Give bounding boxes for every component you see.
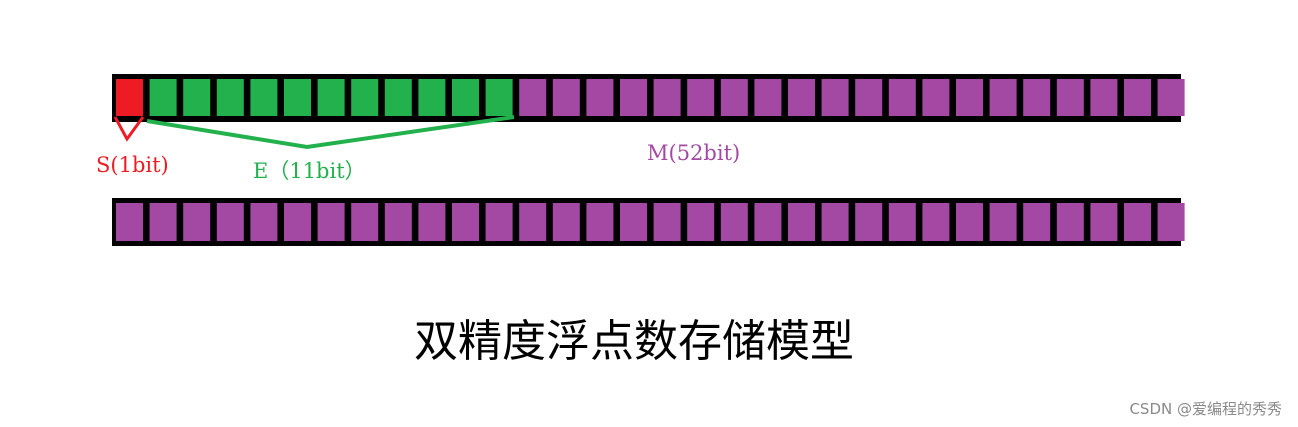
mantissa-bit-cell (720, 79, 748, 116)
mantissa-bit-cell (418, 203, 446, 241)
mantissa-bit-cell (216, 203, 244, 241)
exponent-bit-cell (351, 79, 379, 116)
mantissa-bit-cell (1157, 79, 1185, 116)
mantissa-bit-cell (552, 203, 580, 241)
mantissa-bit-cell (888, 203, 916, 241)
mantissa-bit-cell (888, 79, 916, 116)
exponent-bit-cell (250, 79, 278, 116)
exponent-bit-cell (216, 79, 244, 116)
mantissa-bit-cell (1157, 203, 1185, 241)
exponent-bit-cell (183, 79, 211, 116)
mantissa-bit-cell (754, 79, 782, 116)
mantissa-bit-cell (956, 203, 983, 241)
mantissa-bit-cell (687, 203, 715, 241)
mantissa-bit-cell (989, 203, 1017, 241)
mantissa-bit-cell (788, 79, 815, 116)
mantissa-label: M(52bit) (647, 141, 740, 165)
exponent-label: E（11bit） (253, 159, 366, 183)
mantissa-bit-cell (519, 203, 547, 241)
mantissa-bit-cell (317, 203, 345, 241)
mantissa-bit-cell (620, 203, 647, 241)
mantissa-bit-cell (1124, 79, 1151, 116)
mantissa-bit-cell (720, 203, 748, 241)
mantissa-bit-cell (586, 79, 614, 116)
watermark: CSDN @爱编程的秀秀 (1129, 400, 1282, 418)
mantissa-bit-cell (687, 79, 715, 116)
mantissa-bit-cell (821, 79, 849, 116)
mantissa-bit-cell (485, 203, 513, 241)
sign-bracket (113, 116, 145, 142)
mantissa-bit-cell (1023, 79, 1051, 116)
mantissa-bit-cell (183, 203, 211, 241)
mantissa-bit-cell (989, 79, 1017, 116)
mantissa-bit-cell (956, 79, 983, 116)
exponent-bracket (146, 115, 515, 150)
mantissa-bit-cell (1056, 203, 1084, 241)
sign-bit-cell (116, 79, 143, 116)
mantissa-bit-cell (821, 203, 849, 241)
exponent-bit-cell (384, 79, 412, 116)
bit-row-2 (116, 203, 1185, 241)
mantissa-bit-cell (1023, 203, 1051, 241)
sign-label: S(1bit) (96, 153, 169, 177)
exponent-bit-cell (149, 79, 177, 116)
mantissa-bit-cell (922, 79, 950, 116)
mantissa-bit-cell (922, 203, 950, 241)
bit-row-1 (116, 79, 1185, 116)
mantissa-bit-cell (1090, 203, 1118, 241)
mantissa-bit-cell (552, 79, 580, 116)
exponent-bit-cell (284, 79, 311, 116)
mantissa-bit-cell (284, 203, 311, 241)
mantissa-bit-cell (754, 203, 782, 241)
exponent-bit-cell (418, 79, 446, 116)
mantissa-bit-cell (653, 79, 681, 116)
mantissa-bit-cell (1090, 79, 1118, 116)
mantissa-bit-cell (1124, 203, 1151, 241)
mantissa-bit-cell (1056, 79, 1084, 116)
mantissa-bit-cell (116, 203, 143, 241)
mantissa-bit-cell (452, 203, 479, 241)
mantissa-bit-cell (855, 203, 883, 241)
exponent-bit-cell (452, 79, 479, 116)
mantissa-bit-cell (788, 203, 815, 241)
mantissa-bit-cell (620, 79, 647, 116)
exponent-bit-cell (317, 79, 345, 116)
mantissa-bit-cell (519, 79, 547, 116)
mantissa-bit-cell (653, 203, 681, 241)
diagram-title: 双精度浮点数存储模型 (414, 316, 854, 367)
mantissa-bit-cell (586, 203, 614, 241)
mantissa-bit-cell (855, 79, 883, 116)
mantissa-bit-cell (351, 203, 379, 241)
exponent-bit-cell (485, 79, 513, 116)
mantissa-bit-cell (384, 203, 412, 241)
mantissa-bit-cell (250, 203, 278, 241)
mantissa-bit-cell (149, 203, 177, 241)
